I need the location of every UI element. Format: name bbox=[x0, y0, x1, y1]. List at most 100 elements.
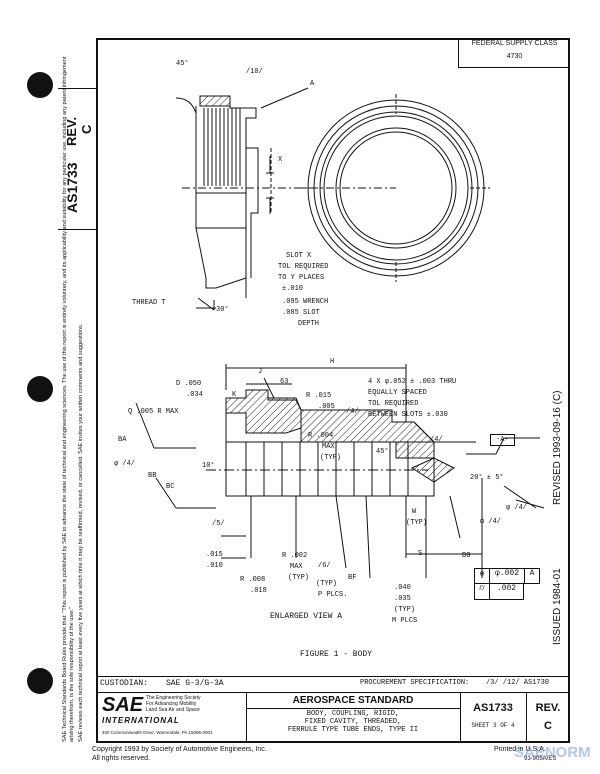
side-doc-box bbox=[58, 88, 96, 230]
cylindricity-symbol: ⌭ bbox=[475, 584, 490, 599]
dim-h: H bbox=[330, 358, 335, 366]
federal-supply-class-label: FEDERAL SUPPLY CLASS bbox=[471, 40, 558, 47]
dim-w: W bbox=[412, 508, 417, 516]
wrench-slot-1: .095 WRENCH bbox=[282, 298, 329, 306]
dim-d010: .010 bbox=[206, 562, 223, 570]
sae-tagline-1: The Engineering Society bbox=[146, 695, 201, 701]
federal-supply-class-value: 4730 bbox=[506, 53, 523, 60]
sae-tagline-3: Land Sea Air and Space bbox=[146, 707, 200, 713]
dim-a45: 45° bbox=[376, 448, 389, 456]
part-title-3: FERRULE TYPE TUBE ENDS, TYPE II bbox=[287, 726, 419, 734]
dim-r008: R .008 bbox=[240, 576, 266, 584]
dim-s: S bbox=[418, 550, 423, 558]
procurement-label: PROCUREMENT SPECIFICATION: bbox=[360, 679, 470, 687]
dim-r005: Q .005 R MAX bbox=[128, 408, 179, 416]
enlarged-view-a bbox=[135, 364, 545, 579]
feature-control-frame-1: ⊚ φ.002 A bbox=[474, 568, 540, 584]
federal-supply-class-box: FEDERAL SUPPLY CLASS 4730 bbox=[458, 38, 570, 68]
dim-d050: D .050 bbox=[176, 380, 202, 388]
holes-note-2: EQUALLY SPACED bbox=[368, 389, 427, 397]
dim-r002-typ: (TYP) bbox=[288, 574, 310, 582]
dim-f5: /5/ bbox=[212, 520, 225, 528]
figure-caption: FIGURE 1 - BODY bbox=[300, 650, 373, 659]
dim-typ2: (TYP) bbox=[394, 606, 416, 614]
fcf1-datum: A bbox=[529, 569, 535, 578]
dim-bc: BC bbox=[166, 483, 175, 491]
dim-ba: BA bbox=[118, 436, 127, 444]
printed-line: Printed in U.S.A. bbox=[494, 746, 546, 753]
title-doc-number: AS1733 bbox=[473, 702, 513, 714]
title-rev-value: C bbox=[544, 720, 552, 732]
dim-w-typ: (TYP) bbox=[406, 519, 428, 527]
dim-f4b: /4/ bbox=[430, 436, 443, 444]
concentricity-symbol: ⊚ bbox=[475, 569, 490, 583]
sae-logo: SAE bbox=[102, 694, 144, 716]
part-title-1: BODY, COUPLING, RIGID, bbox=[306, 710, 400, 718]
dim-f6: /6/ bbox=[318, 562, 331, 570]
dim-bf: BF bbox=[348, 574, 357, 582]
custodian-label: CUSTODIAN: bbox=[100, 679, 149, 688]
part-title-2: FIXED CAVITY, THREADED, bbox=[304, 718, 402, 726]
binder-hole-bottom bbox=[27, 668, 53, 694]
slot-note-3: TO Y PLACES bbox=[278, 274, 325, 282]
body-side-view bbox=[175, 87, 396, 311]
info-top-rule bbox=[96, 676, 570, 677]
datum-a-label: A bbox=[310, 80, 315, 88]
info-bottom-rule bbox=[96, 692, 570, 693]
side-strip: AS1733 REV. C bbox=[58, 38, 96, 743]
fcf2-tolerance: .002 bbox=[496, 584, 517, 593]
sae-notice-1: SAE Technical Standards Board Rules prov… bbox=[62, 56, 75, 742]
feature-control-frame-2: ⌭ .002 bbox=[474, 584, 524, 600]
dim-a10: 10° bbox=[202, 462, 215, 470]
dim-bg: BG bbox=[462, 552, 471, 560]
dim-m-plcs: M PLCS bbox=[392, 617, 418, 625]
dim-a20: 20° ± 5° bbox=[470, 474, 504, 482]
custodian-value: SAE G-3/G-3A bbox=[166, 679, 224, 688]
technical-drawing bbox=[135, 87, 545, 579]
dim-f6-typ: (TYP) bbox=[316, 580, 338, 588]
dim-phi4a: φ /4/ bbox=[114, 460, 136, 468]
holes-note-3: TOL REQUIRED bbox=[368, 400, 419, 408]
wrench-slot-2: .085 SLOT bbox=[282, 309, 320, 317]
doc-number-cell: AS1733 SHEET 3 OF 4 bbox=[460, 692, 527, 743]
aerospace-standard-label: AEROSPACE STANDARD bbox=[292, 695, 414, 706]
rev-cell: REV. C bbox=[526, 692, 570, 743]
dim-d034: .034 bbox=[186, 391, 203, 399]
dim-r004: R .004 bbox=[308, 432, 334, 440]
dim-d040: .040 bbox=[394, 584, 411, 592]
side-rev-value: C bbox=[79, 124, 94, 134]
drawing-frame bbox=[96, 38, 570, 743]
dim-d018: .018 bbox=[250, 587, 267, 595]
slot-note-2: TOL REQUIRED bbox=[278, 263, 329, 271]
dim-r002-max: MAX bbox=[290, 563, 303, 571]
procurement-value: /3/ /12/ AS1730 bbox=[486, 679, 550, 687]
dim-r015: R .015 bbox=[306, 392, 332, 400]
dim-j: J bbox=[258, 368, 263, 376]
title-rule bbox=[246, 708, 460, 709]
dim-bb: BB bbox=[148, 472, 157, 480]
dim-d015: .015 bbox=[206, 551, 223, 559]
holes-note-1: 4 X φ.052 ± .003 THRU bbox=[368, 378, 457, 386]
sae-address: 400 Commonwealth Drive, Warrendale, PA 1… bbox=[102, 730, 213, 735]
dim-r002: R .002 bbox=[282, 552, 308, 560]
copyright-line: Copyright 1993 by Society of Automotive … bbox=[92, 746, 267, 753]
dim-k: K bbox=[232, 391, 237, 399]
slot-x-dim: X bbox=[278, 156, 283, 164]
dim-phi4c: φ /4/ bbox=[480, 518, 502, 526]
dim-d005: .005 bbox=[318, 403, 335, 411]
thread-label: THREAD T bbox=[132, 299, 166, 307]
fcf1-tolerance: φ.002 bbox=[490, 569, 525, 583]
dim-63: 63 bbox=[280, 378, 289, 386]
rights-line: All rights reserved. bbox=[92, 755, 150, 762]
sae-logo-cell: SAE The Engineering Society For Advancin… bbox=[96, 692, 247, 743]
body-end-view bbox=[302, 94, 490, 282]
dim-r004-max: MAX bbox=[322, 443, 335, 451]
doc-ref-line: 93-905A/ES bbox=[524, 756, 557, 762]
dim-p-plcs: P PLCS. bbox=[318, 591, 348, 599]
wrench-slot-3: DEPTH bbox=[298, 320, 320, 328]
dim-r004-typ: (TYP) bbox=[320, 454, 342, 462]
binder-hole-middle bbox=[27, 376, 53, 402]
title-rev-label: REV. bbox=[535, 702, 561, 714]
dim-phi4b: φ /4/ bbox=[506, 504, 528, 512]
surface-10-label: /10/ bbox=[246, 68, 263, 76]
